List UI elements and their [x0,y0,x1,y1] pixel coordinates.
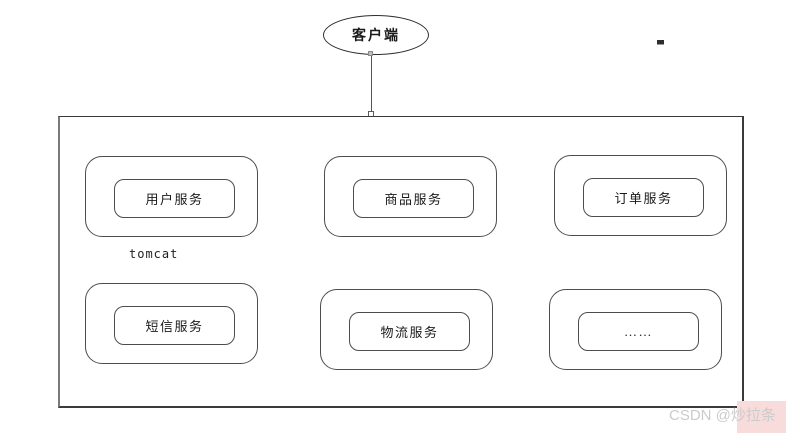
service-group-sms: 短信服务 [85,283,258,364]
service-label: 商品服务 [384,192,443,207]
service-node-order: 订单服务 [583,178,704,217]
service-group-product: 商品服务 [324,156,497,237]
csdn-watermark-text: CSDN @炒拉条 [669,407,776,424]
client-node-label: 客户端 [352,29,400,44]
service-node-more: …… [578,312,699,351]
service-label: 短信服务 [145,319,204,334]
connector-line [371,54,372,116]
service-group-logistics: 物流服务 [320,289,493,370]
service-node-logistics: 物流服务 [349,312,470,351]
service-label: …… [624,323,653,339]
tomcat-label: tomcat [129,247,179,261]
service-label: 物流服务 [380,325,439,340]
client-node-ellipse: 客户端 [323,15,429,55]
service-label: 用户服务 [145,192,204,207]
service-node-product: 商品服务 [353,179,474,218]
watermark-pink-badge [737,401,786,433]
service-group-order: 订单服务 [554,155,727,236]
service-group-user: 用户服务 [85,156,258,237]
connector-handle-top [368,51,373,56]
service-node-user: 用户服务 [114,179,235,218]
service-node-sms: 短信服务 [114,306,235,345]
service-group-more: …… [549,289,722,370]
small-dash-artifact [657,40,664,45]
service-label: 订单服务 [614,191,673,206]
server-container-rect: 用户服务 商品服务 订单服务 短信服务 物流服务 …… [58,116,744,408]
